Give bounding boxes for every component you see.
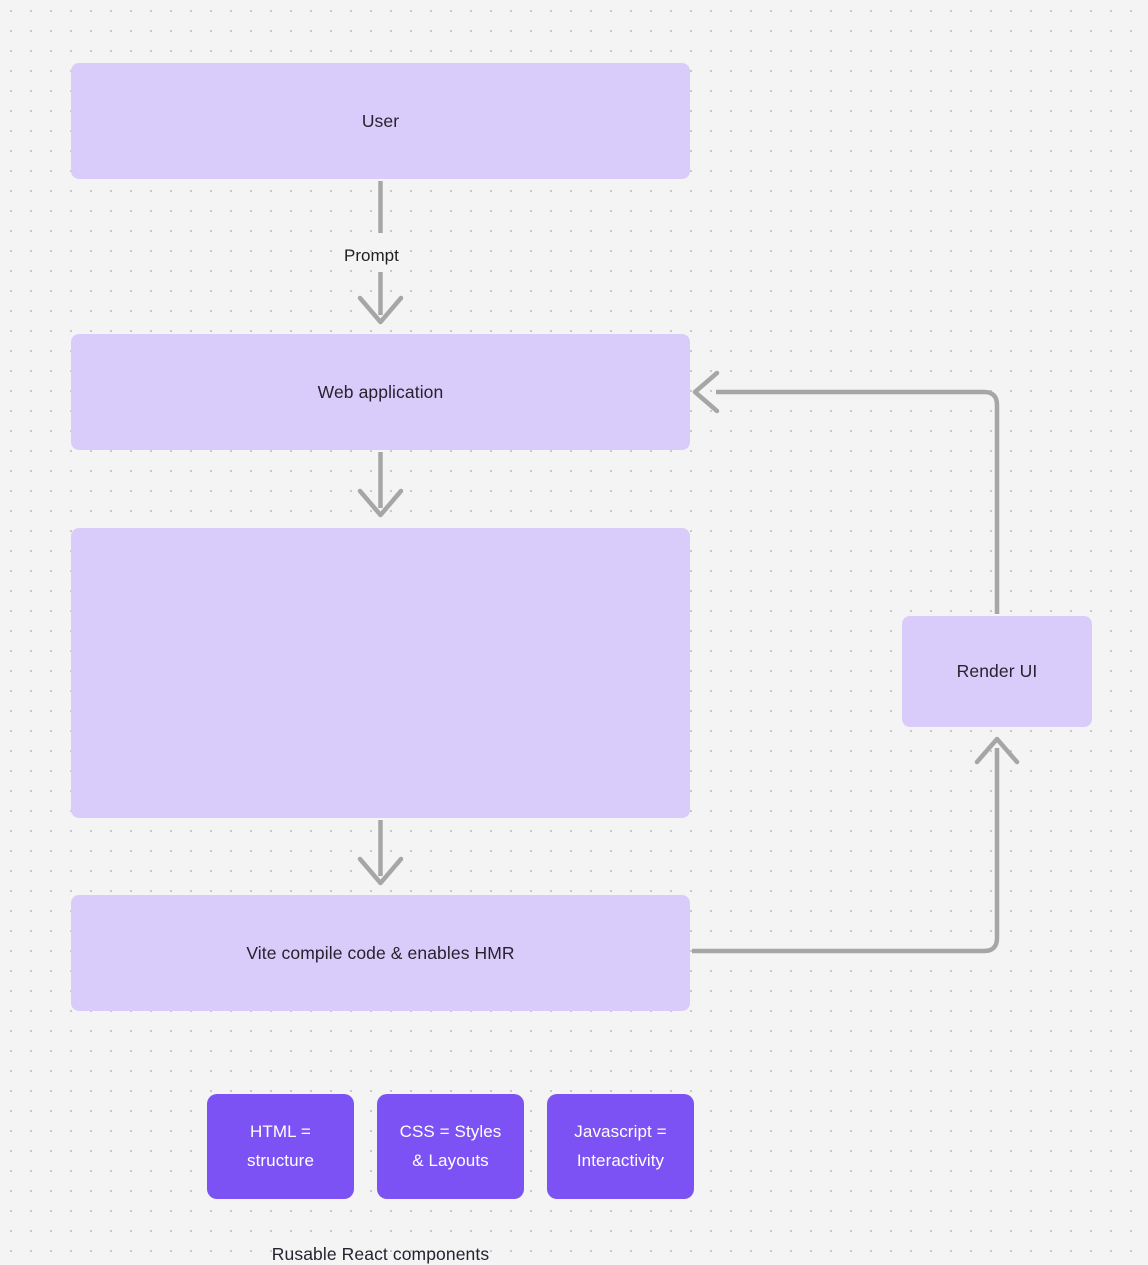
node-vite[interactable]: Vite compile code & enables HMR <box>71 895 690 1011</box>
node-react-components-label: Rusable React components <box>271 1244 490 1264</box>
arrowhead-left-web-app <box>692 370 720 414</box>
node-css[interactable]: CSS = Styles & Layouts <box>377 1094 524 1199</box>
node-web-application-label: Web application <box>317 381 444 402</box>
edge-render-ui-to-web-app <box>716 389 1000 614</box>
node-javascript-label: Javascript = Interactivity <box>574 1122 667 1170</box>
node-css-label: CSS = Styles & Layouts <box>399 1122 502 1170</box>
arrowhead-up-render-ui <box>974 736 1020 765</box>
node-user-label: User <box>361 110 400 131</box>
node-html-label: HTML = structure <box>246 1122 315 1170</box>
node-vite-label: Vite compile code & enables HMR <box>246 942 515 963</box>
node-html[interactable]: HTML = structure <box>207 1094 354 1199</box>
node-web-application[interactable]: Web application <box>71 334 690 450</box>
arrowhead-down-components <box>357 488 404 518</box>
edge-vite-to-render-ui <box>692 748 1000 954</box>
node-render-ui[interactable]: Render UI <box>902 616 1092 727</box>
node-user[interactable]: User <box>71 63 690 179</box>
arrowhead-down-vite <box>357 856 404 886</box>
edge-label-prompt: Prompt <box>344 246 399 265</box>
node-javascript[interactable]: Javascript = Interactivity <box>547 1094 694 1199</box>
arrowhead-down-web-app <box>357 295 404 325</box>
node-react-components-group[interactable]: HTML = structure CSS = Styles & Layouts … <box>71 528 694 1264</box>
node-render-ui-label: Render UI <box>956 661 1038 681</box>
